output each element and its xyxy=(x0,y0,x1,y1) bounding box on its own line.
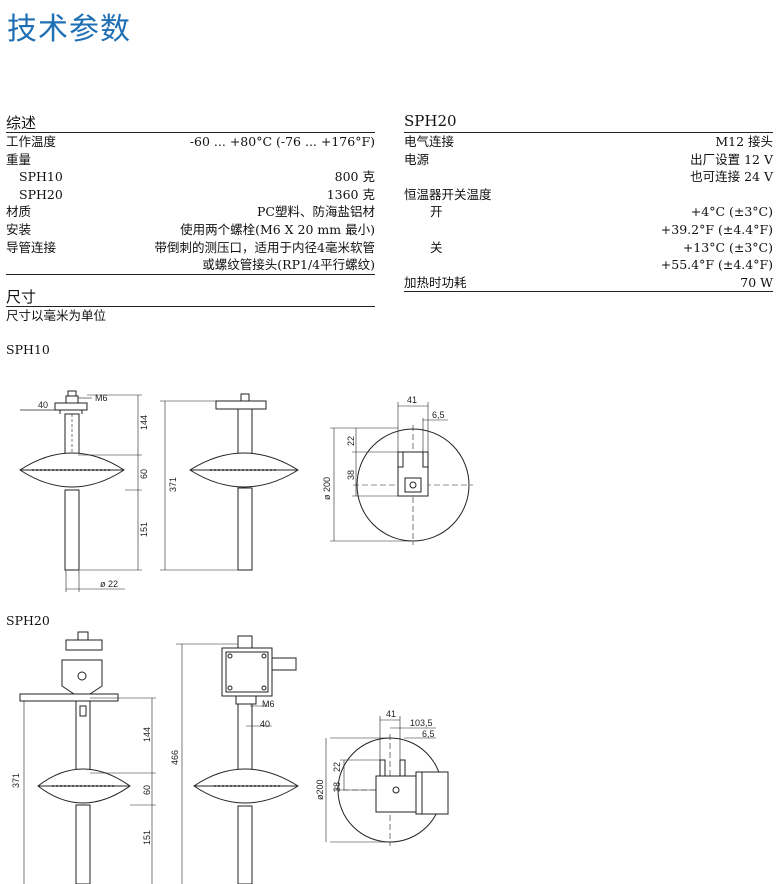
spec-row: 材质 PC塑料、防海盐铝材 xyxy=(6,203,375,221)
spec-row: 也可连接 24 V xyxy=(404,168,773,186)
dim-sph20-103-5: 103,5 xyxy=(410,718,433,728)
page-title: 技术参数 xyxy=(7,12,131,47)
dim-sph20-60: 60 xyxy=(142,785,152,795)
spec-label: 工作温度 xyxy=(6,134,57,149)
spec-label: 恒温器开关温度 xyxy=(404,186,492,202)
sph10-dimension-labels: 40 M6 144 60 151 ø 22 371 41 6,5 22 38 ø… xyxy=(38,393,445,589)
dim-sph20-41: 41 xyxy=(386,709,396,719)
dim-sph10-d22: ø 22 xyxy=(100,579,118,589)
spec-label: 安装 xyxy=(6,221,32,237)
spec-row: 恒温器开关温度 xyxy=(404,186,773,204)
dim-sph20-22: 22 xyxy=(332,762,342,772)
dim-sph20-371: 371 xyxy=(11,773,21,788)
dimensions-section: 尺寸 尺寸以毫米为单位 xyxy=(6,286,375,324)
spec-row: 导管连接 带倒刺的测压口，适用于内径4毫米软管 xyxy=(6,239,375,257)
dim-sph20-38: 38 xyxy=(332,782,342,792)
spec-row: 电气连接 M12 接头 xyxy=(404,133,773,151)
spec-row: 电源 出厂设置 12 V xyxy=(404,151,773,169)
sph20-heading: SPH20 xyxy=(404,112,773,133)
spec-value: +4°C (±3°C) xyxy=(690,204,773,220)
dim-sph20-m6: M6 xyxy=(262,699,275,709)
dim-sph10-60: 60 xyxy=(139,469,149,479)
spec-label: 材质 xyxy=(6,204,32,220)
dim-sph10-151: 151 xyxy=(139,522,149,537)
sph20-front-view xyxy=(19,631,156,884)
sph10-side-view xyxy=(160,393,299,571)
spec-label: 电气连接 xyxy=(404,134,455,149)
dim-sph10-22: 22 xyxy=(346,436,356,446)
dimensions-note: 尺寸以毫米为单位 xyxy=(6,308,107,323)
spec-value: -60 ... +80°C (-76 ... +176°F) xyxy=(189,134,375,149)
spec-row: 重量 xyxy=(6,151,375,169)
dim-sph20-151: 151 xyxy=(142,830,152,845)
sph10-front-view xyxy=(19,390,142,592)
dim-sph10-38: 38 xyxy=(346,470,356,480)
dim-sph20-6-5: 6,5 xyxy=(422,729,435,739)
spec-row: 开 +4°C (±3°C) xyxy=(404,203,773,221)
spec-label: 加热时功耗 xyxy=(404,274,467,290)
spec-row: 关 +13°C (±3°C) xyxy=(404,239,773,257)
sph20-side-view xyxy=(176,635,299,884)
spec-value: +39.2°F (±4.4°F) xyxy=(660,221,773,237)
spec-value: PC塑料、防海盐铝材 xyxy=(257,204,375,220)
spec-label: 开 xyxy=(430,204,443,220)
dim-sph10-d200: ø 200 xyxy=(322,477,332,500)
sph10-drawing-label: SPH10 xyxy=(6,342,50,357)
dim-sph10-41: 41 xyxy=(407,395,417,405)
dim-sph10-371: 371 xyxy=(168,477,178,492)
spec-label: 导管连接 xyxy=(6,239,57,255)
sph10-top-view xyxy=(330,402,473,545)
spec-value: 出厂设置 12 V xyxy=(690,151,773,167)
sph20-specs: SPH20 电气连接 M12 接头电源 出厂设置 12 V 也可连接 24 V 恒温器开… xyxy=(404,112,773,293)
spec-label: 重量 xyxy=(6,151,32,167)
spec-label: 关 xyxy=(430,239,443,255)
spec-value: M12 接头 xyxy=(715,134,773,149)
spec-row: 安装 使用两个螺栓(M6 X 20 mm 最小) xyxy=(6,221,375,239)
general-heading: 综述 xyxy=(6,112,375,133)
dim-sph20-466: 466 xyxy=(170,750,180,765)
spec-value: 800 克 xyxy=(334,169,375,185)
dim-sph20-40: 40 xyxy=(260,719,270,729)
dim-sph10-144: 144 xyxy=(139,415,149,430)
sph20-top-view xyxy=(325,716,449,846)
dim-sph10-6-5: 6,5 xyxy=(432,410,445,420)
spec-row: SPH20 1360 克 xyxy=(6,186,375,204)
spec-row: SPH10 800 克 xyxy=(6,168,375,186)
spec-row: 工作温度 -60 ... +80°C (-76 ... +176°F) xyxy=(6,133,375,151)
dimensions-heading: 尺寸 xyxy=(6,286,375,307)
dim-sph20-d200: ø200 xyxy=(315,779,325,800)
spec-row: 或螺纹管接头(RP1/4平行螺纹) xyxy=(6,256,375,275)
spec-label: SPH10 xyxy=(19,169,63,185)
dim-sph20-144: 144 xyxy=(142,727,152,742)
spec-row: +39.2°F (±4.4°F) xyxy=(404,221,773,239)
dim-sph10-m6: M6 xyxy=(95,393,108,403)
spec-row: +55.4°F (±4.4°F) xyxy=(404,256,773,274)
spec-value: 也可连接 24 V xyxy=(690,169,773,185)
spec-row: 加热时功耗 70 W xyxy=(404,274,773,293)
sph20-dimension-labels: 371 144 60 151 466 M6 40 41 103,5 6,5 ø2… xyxy=(11,699,435,845)
spec-value: +55.4°F (±4.4°F) xyxy=(660,257,773,273)
spec-label: SPH20 xyxy=(19,186,63,202)
spec-value: 70 W xyxy=(740,274,773,290)
sph20-rows: 电气连接 M12 接头电源 出厂设置 12 V 也可连接 24 V 恒温器开关温度开 +4… xyxy=(404,133,773,293)
spec-value: 带倒刺的测压口，适用于内径4毫米软管 xyxy=(154,239,375,255)
spec-value: 1360 克 xyxy=(326,186,375,202)
sph20-drawing-label: SPH20 xyxy=(6,613,50,628)
spec-value: +13°C (±3°C) xyxy=(682,239,773,255)
spec-value: 使用两个螺栓(M6 X 20 mm 最小) xyxy=(180,221,375,237)
spec-value: 或螺纹管接头(RP1/4平行螺纹) xyxy=(202,257,375,273)
spec-label: 电源 xyxy=(404,151,430,167)
dim-sph10-40: 40 xyxy=(38,400,48,410)
